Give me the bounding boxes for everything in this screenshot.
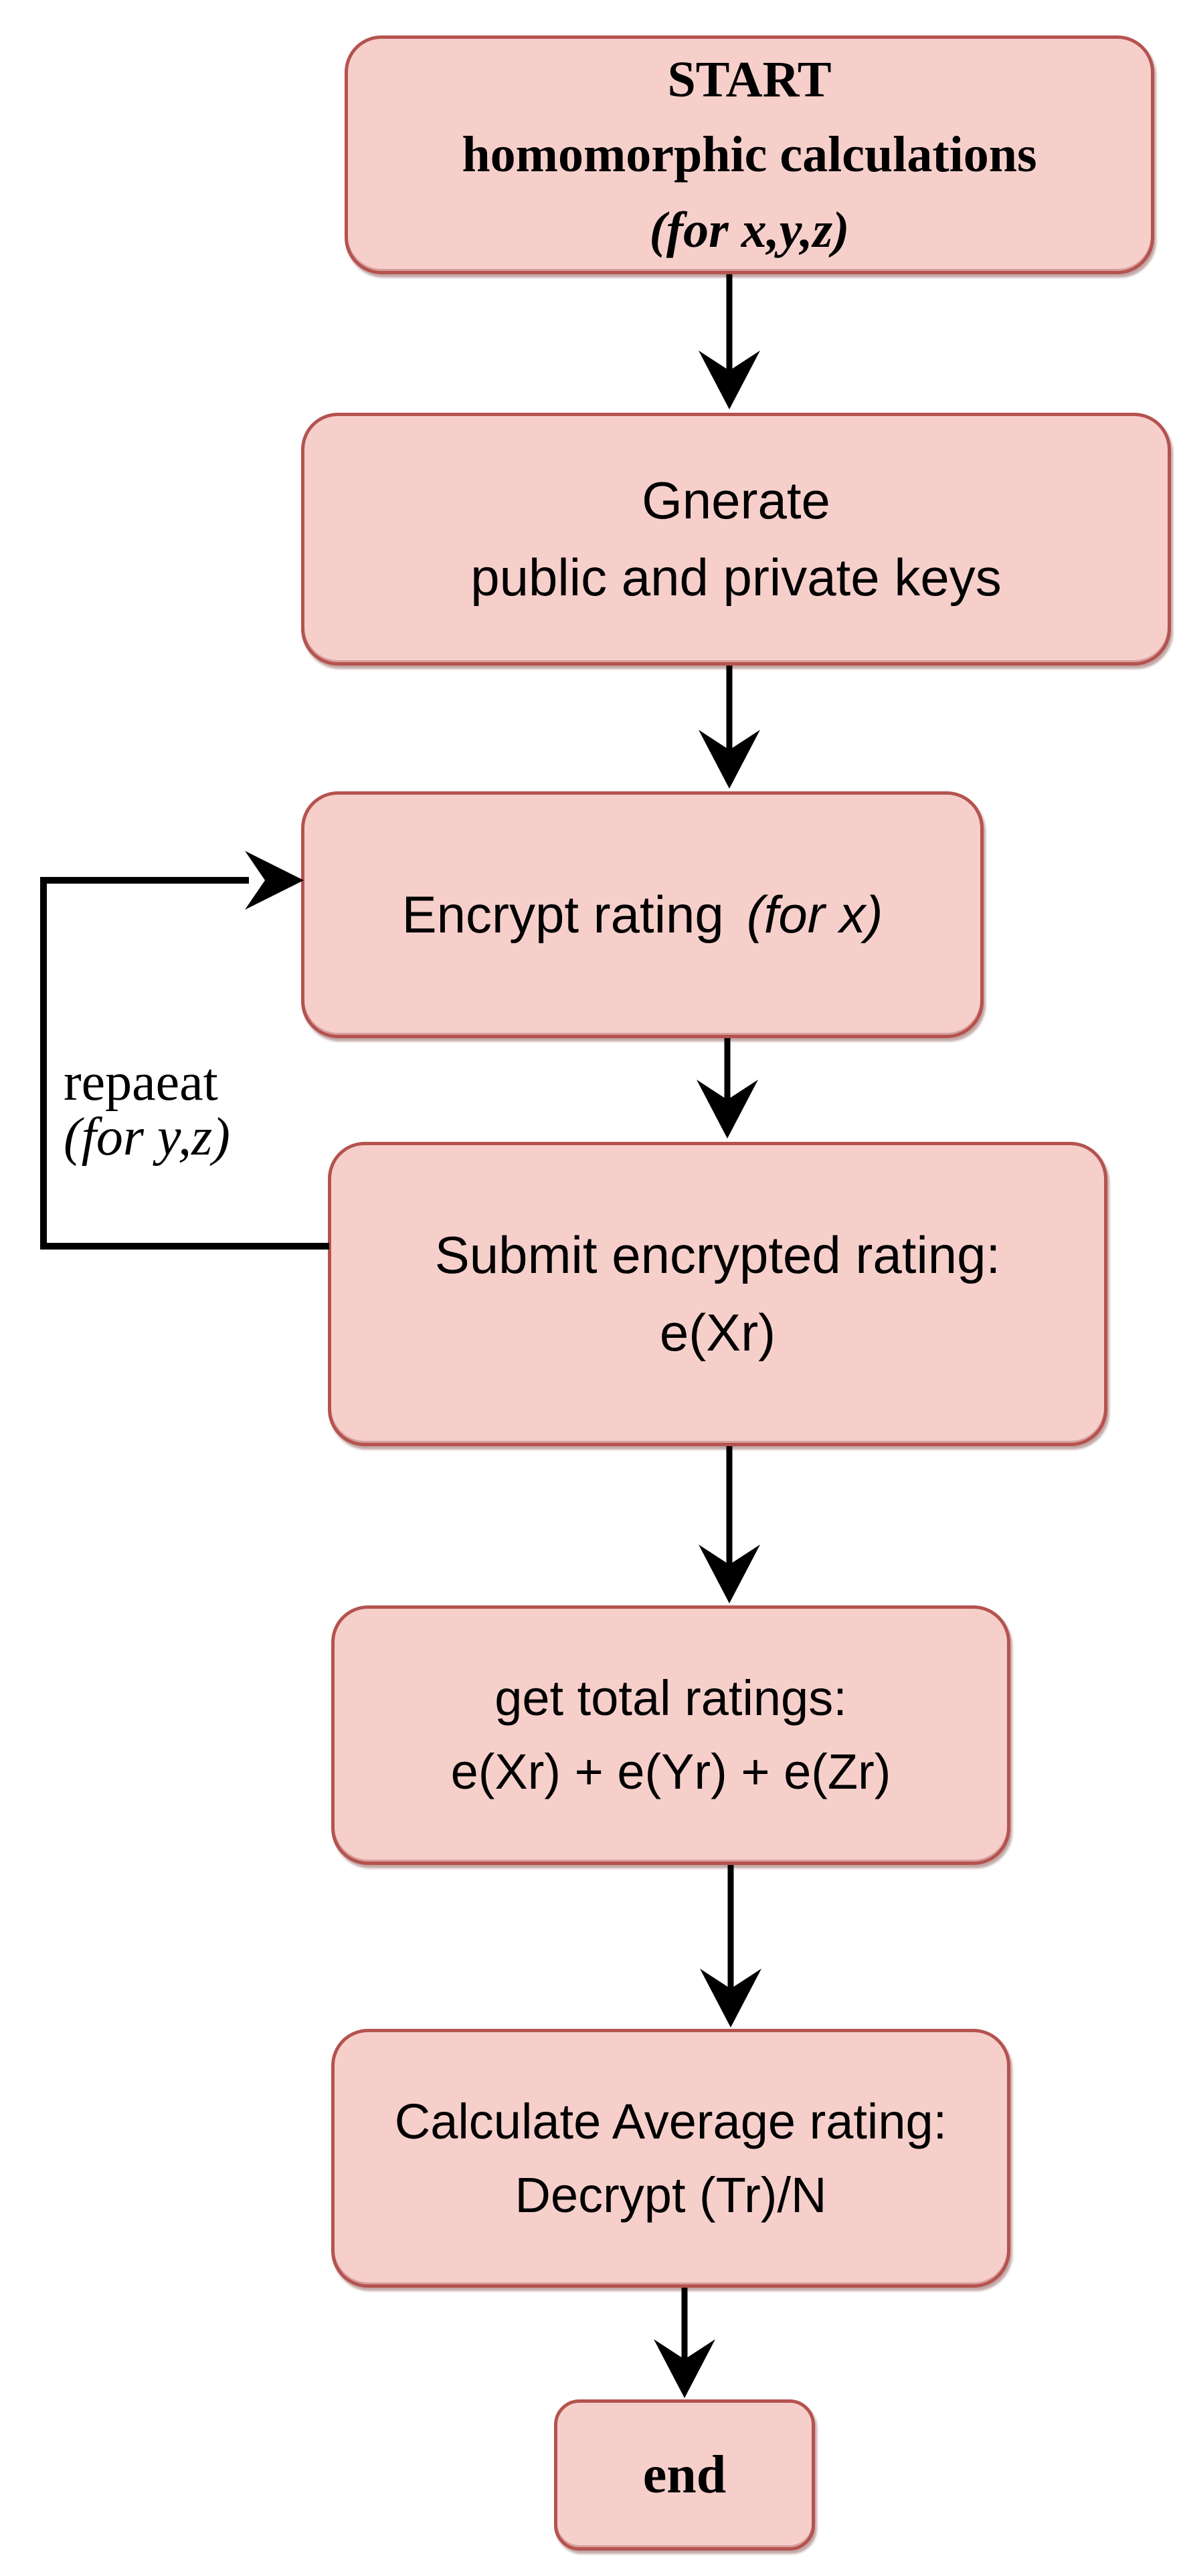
node-encrypt-rating: Encrypt rating (for x): [301, 791, 984, 1038]
arrow-submit-to-total: [699, 1446, 760, 1603]
arrow-total-to-average: [700, 1865, 761, 2027]
node-start: START homomorphic calculations (for x,y,…: [345, 35, 1154, 274]
loop-label: repaeat (for y,z): [64, 1053, 304, 1167]
node-generate-keys: Gnerate public and private keys: [301, 413, 1171, 666]
node-encrypt-rating-line: Encrypt rating (for x): [402, 876, 883, 953]
loop-line-bottom: [40, 1243, 329, 1250]
arrow-start-to-generate: [699, 274, 760, 409]
node-total-ratings: get total ratings: e(Xr) + e(Yr) + e(Zr): [331, 1605, 1010, 1865]
node-total-ratings-line2: e(Xr) + e(Yr) + e(Zr): [450, 1744, 891, 1799]
loop-arrowhead: [245, 851, 304, 910]
node-submit-rating-line2: e(Xr): [659, 1302, 776, 1362]
node-average-rating-line1: Calculate Average rating:: [394, 2093, 947, 2149]
node-submit-rating-line1: Submit encrypted rating:: [434, 1225, 1001, 1285]
node-start-line1: START: [667, 51, 832, 108]
node-total-ratings-line1: get total ratings:: [494, 1670, 847, 1726]
node-start-line3: (for x,y,z): [649, 201, 850, 258]
loop-line-left: [40, 877, 47, 1250]
arrow-generate-to-encrypt: [699, 666, 760, 789]
arrow-average-to-end: [654, 2288, 715, 2398]
node-encrypt-rating-suffix: (for x): [746, 884, 883, 944]
loop-line-top: [40, 877, 249, 884]
node-average-rating-line2: Decrypt (Tr)/N: [515, 2167, 827, 2223]
node-generate-keys-line1: Gnerate: [642, 470, 830, 530]
node-submit-rating: Submit encrypted rating: e(Xr): [328, 1142, 1107, 1446]
node-average-rating: Calculate Average rating: Decrypt (Tr)/N: [331, 2029, 1010, 2288]
node-end-label: end: [642, 2445, 727, 2504]
node-generate-keys-line2: public and private keys: [470, 548, 1002, 607]
node-end: end: [554, 2399, 815, 2551]
arrow-encrypt-to-submit: [697, 1038, 758, 1138]
node-start-line2: homomorphic calculations: [462, 126, 1037, 183]
loop-label-line1: repaeat: [64, 1053, 218, 1112]
node-encrypt-rating-text: Encrypt rating: [401, 884, 724, 944]
loop-label-line2: (for y,z): [64, 1107, 230, 1167]
